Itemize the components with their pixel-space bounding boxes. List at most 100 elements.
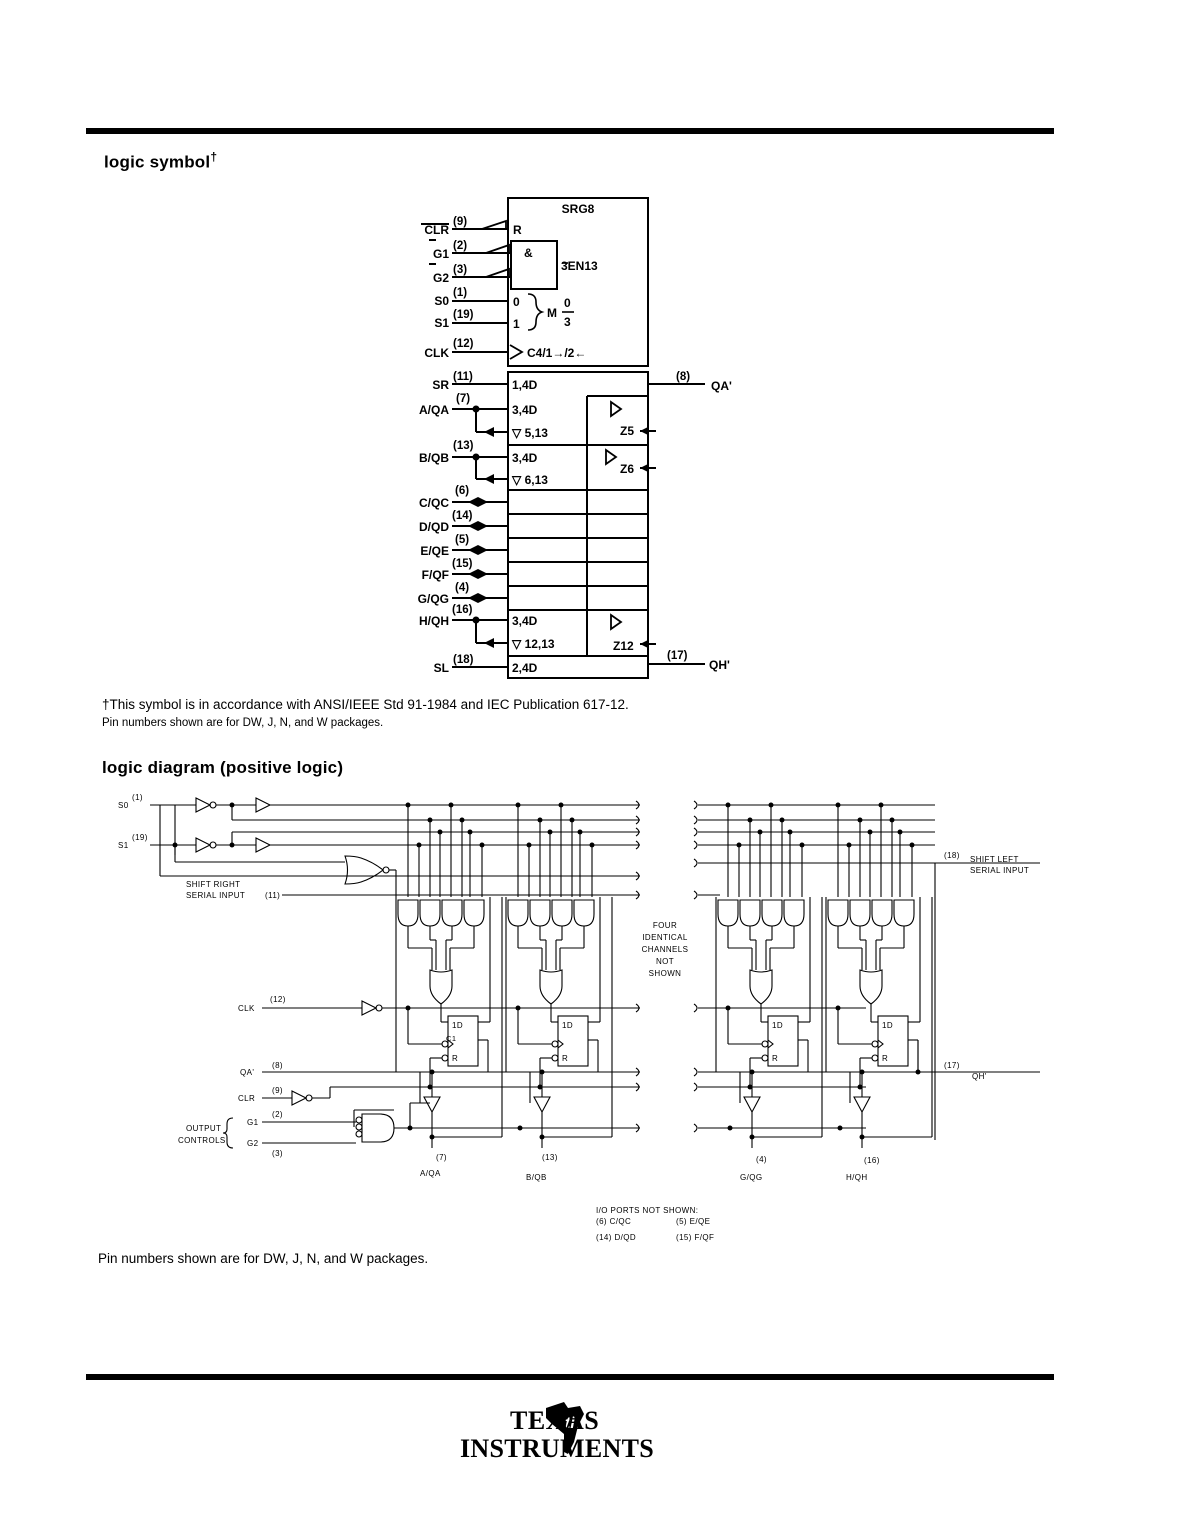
- diagram-g1: G1: [247, 1118, 259, 1127]
- symbol-pin-clr: (9): [453, 216, 467, 228]
- four-channels-2: IDENTICAL: [642, 933, 688, 942]
- symbol-pin-a: (7): [456, 393, 470, 405]
- symbol-z5: Z5: [620, 424, 634, 438]
- symbol-input-b: B/QB: [419, 451, 449, 465]
- port-g-name: G/QG: [740, 1173, 763, 1182]
- ff-b-1d: 1D: [562, 1021, 573, 1030]
- diagram-s1: S1: [118, 841, 129, 850]
- symbol-pin-e: (5): [455, 534, 469, 546]
- symbol-input-g: G/QG: [418, 592, 449, 606]
- io-port-e: (5) E/QE: [676, 1217, 710, 1226]
- ff-b-r: R: [562, 1054, 568, 1063]
- ff-h-r: R: [882, 1054, 888, 1063]
- ti-logo-icon: ti: [546, 1402, 584, 1454]
- symbol-r: R: [513, 223, 522, 237]
- symbol-z12: Z12: [613, 639, 634, 653]
- io-port-c: (6) C/QC: [596, 1217, 631, 1226]
- diagram-g1-pin: (2): [272, 1110, 283, 1119]
- diagram-s0-pin: (1): [132, 793, 143, 802]
- ff-a-1d: 1D: [452, 1021, 463, 1030]
- symbol-pin-s0: (1): [453, 287, 467, 299]
- diagram-qh-pin: (17): [944, 1061, 960, 1070]
- symbol-output-qh: QH': [709, 658, 730, 672]
- ff-a-r: R: [452, 1054, 458, 1063]
- symbol-z-a: ▽ 5,13: [511, 426, 548, 440]
- symbol-pin-h: (16): [452, 604, 473, 616]
- diagram-clr-pin: (9): [272, 1086, 283, 1095]
- diagram-clk-pin: (12): [270, 995, 286, 1004]
- shift-right-pin: (11): [265, 891, 280, 900]
- diagram-clk: CLK: [238, 1004, 255, 1013]
- output-controls-2: CONTROLS: [178, 1136, 226, 1145]
- symbol-input-g2: G2: [433, 271, 449, 285]
- symbol-d-a: 3,4D: [512, 403, 538, 417]
- port-a-name: A/QA: [420, 1169, 441, 1178]
- output-controls-1: OUTPUT: [186, 1124, 221, 1133]
- footnote-line-1: †This symbol is in accordance with ANSI/…: [102, 697, 629, 712]
- symbol-z-b: ▽ 6,13: [511, 473, 548, 487]
- logic-symbol-heading: logic symbol†: [104, 150, 217, 173]
- symbol-input-sr: SR: [432, 378, 449, 392]
- symbol-pin-clk: (12): [453, 338, 474, 350]
- channel-b: [505, 804, 613, 1149]
- port-b-name: B/QB: [526, 1173, 547, 1182]
- symbol-m1: 1: [513, 317, 520, 331]
- symbol-d-sr: 1,4D: [512, 378, 538, 392]
- diagram-s1-pin: (19): [132, 833, 148, 842]
- logic-symbol: CLR G1 G2 S0 S1 CLK SR A/QA B/QB C/QC D/…: [418, 197, 732, 679]
- logic-diagram-title: logic diagram (positive logic): [102, 758, 344, 777]
- symbol-pin-qh: (17): [667, 650, 688, 662]
- symbol-en: 3EN13: [561, 259, 598, 273]
- symbol-pin-sr: (11): [453, 371, 473, 383]
- symbol-input-a: A/QA: [419, 403, 449, 417]
- io-port-d: (14) D/QD: [596, 1233, 636, 1242]
- symbol-pin-g1: (2): [453, 240, 467, 252]
- dagger-mark: †: [210, 150, 218, 164]
- channel-h: [825, 804, 933, 1149]
- symbol-pin-s1: (19): [453, 309, 474, 321]
- four-channels-1: FOUR: [653, 921, 677, 930]
- diagram-clr: CLR: [238, 1094, 255, 1103]
- symbol-input-sl: SL: [434, 661, 449, 675]
- bottom-pin-note: Pin numbers shown are for DW, J, N, and …: [98, 1251, 429, 1266]
- symbol-pin-g: (4): [455, 582, 469, 594]
- ti-logo-line-1: TEXAS: [510, 1406, 600, 1435]
- symbol-pin-d: (14): [452, 510, 473, 522]
- symbol-pin-g2: (3): [453, 264, 467, 276]
- symbol-pin-c: (6): [455, 485, 469, 497]
- symbol-input-s0: S0: [434, 294, 449, 308]
- symbol-input-c: C/QC: [419, 496, 449, 510]
- symbol-input-clk: CLK: [424, 346, 449, 360]
- bottom-rule: [86, 1374, 1054, 1380]
- ff-a-c1: C1: [446, 1034, 456, 1043]
- symbol-title-srg8: SRG8: [562, 202, 595, 216]
- port-b-pin: (13): [542, 1153, 558, 1162]
- symbol-input-s1: S1: [434, 316, 449, 330]
- symbol-input-g1: G1: [433, 247, 449, 261]
- symbol-amp: &: [524, 246, 533, 260]
- symbol-input-h: H/QH: [419, 614, 449, 628]
- symbol-output-qa: QA': [711, 379, 732, 393]
- symbol-input-d: D/QD: [419, 520, 449, 534]
- diagram-qa: QA': [240, 1068, 254, 1077]
- symbol-m0: 0: [513, 295, 520, 309]
- symbol-z-h: ▽ 12,13: [511, 637, 555, 651]
- diagram-qh: QH': [972, 1072, 987, 1081]
- symbol-d-b: 3,4D: [512, 451, 538, 465]
- shift-right-label-2: SERIAL INPUT: [186, 891, 245, 900]
- footnote-line-2: Pin numbers shown are for DW, J, N, and …: [102, 717, 384, 729]
- ti-logo-line-2: INSTRUMENTS: [460, 1434, 655, 1463]
- symbol-pin-f: (15): [452, 558, 473, 570]
- and-box: [510, 240, 558, 290]
- top-rule: [86, 128, 1054, 134]
- four-channels-4: NOT: [656, 957, 674, 966]
- ff-g-r: R: [772, 1054, 778, 1063]
- symbol-pin-b: (13): [453, 440, 474, 452]
- symbol-clk-control: C4/1→/2←: [527, 346, 586, 360]
- shift-left-label-1: SHIFT LEFT: [970, 855, 1019, 864]
- diagram-g2-pin: (3): [272, 1149, 283, 1158]
- port-g-pin: (4): [756, 1155, 767, 1164]
- symbol-d-h: 3,4D: [512, 614, 538, 628]
- shift-left-pin: (18): [944, 851, 960, 860]
